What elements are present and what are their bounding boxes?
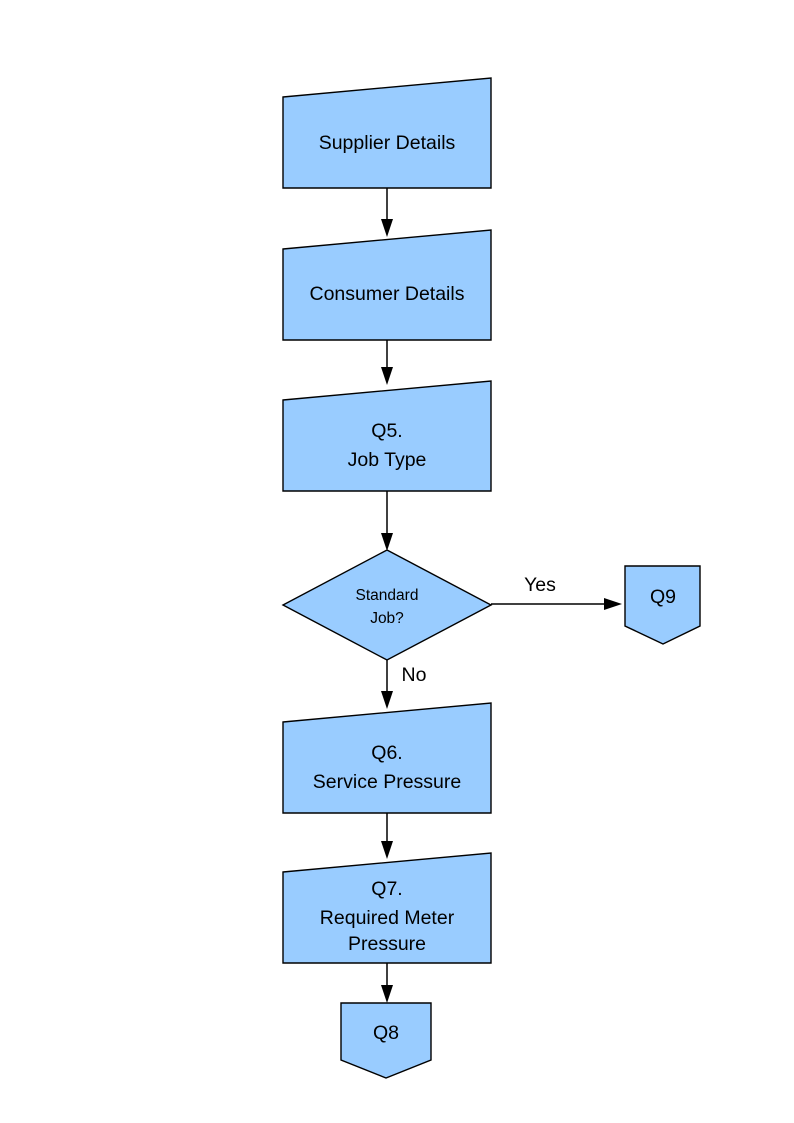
node-supplier-details[interactable]: Supplier Details <box>282 77 492 189</box>
standard-job-label-line1: Standard <box>356 587 419 604</box>
supplier-details-shape[interactable] <box>282 77 492 189</box>
node-q8[interactable]: Q8 <box>340 1002 432 1079</box>
q6-service-pressure-label-line2: Service Pressure <box>313 771 461 793</box>
node-consumer-details[interactable]: Consumer Details <box>282 229 492 341</box>
connector-q5-to-decision <box>381 491 393 551</box>
connector-decision-yes-to-q9 <box>491 598 622 610</box>
q6-service-pressure-label-line1: Q6. <box>371 742 402 764</box>
consumer-details-label: Consumer Details <box>310 283 465 305</box>
q6-service-pressure-shape[interactable] <box>282 702 492 814</box>
q7-label-line2: Required Meter <box>320 907 455 929</box>
q5-job-type-label-line2: Job Type <box>348 449 427 471</box>
q5-job-type-label-line1: Q5. <box>371 420 402 442</box>
node-standard-job-decision[interactable]: Standard Job? <box>281 549 493 661</box>
node-q6-service-pressure[interactable]: Q6. Service Pressure <box>282 702 492 814</box>
connector-q7-to-q8 <box>381 963 393 1003</box>
edge-label-yes: Yes <box>524 574 556 596</box>
supplier-details-label: Supplier Details <box>319 132 456 154</box>
consumer-details-shape[interactable] <box>282 229 492 341</box>
q7-label-line3: Pressure <box>348 933 426 955</box>
q8-shape[interactable] <box>340 1002 432 1079</box>
connector-supplier-to-consumer <box>381 188 393 237</box>
standard-job-decision-shape[interactable] <box>281 549 493 661</box>
q9-label: Q9 <box>650 586 676 608</box>
node-q9[interactable]: Q9 <box>624 565 701 645</box>
node-q5-job-type[interactable]: Q5. Job Type <box>282 380 492 492</box>
q5-job-type-shape[interactable] <box>282 380 492 492</box>
connector-consumer-to-q5 <box>381 340 393 385</box>
q8-label: Q8 <box>373 1022 399 1044</box>
connector-decision-no-to-q6 <box>381 660 393 709</box>
node-q7-required-meter-pressure[interactable]: Q7. Required Meter Pressure <box>282 852 492 964</box>
q7-label-line1: Q7. <box>371 878 402 900</box>
q7-required-meter-pressure-shape[interactable] <box>282 852 492 964</box>
connector-q6-to-q7 <box>381 813 393 859</box>
edge-label-no: No <box>402 664 427 686</box>
q9-shape[interactable] <box>624 565 701 645</box>
standard-job-label-line2: Job? <box>370 610 404 627</box>
